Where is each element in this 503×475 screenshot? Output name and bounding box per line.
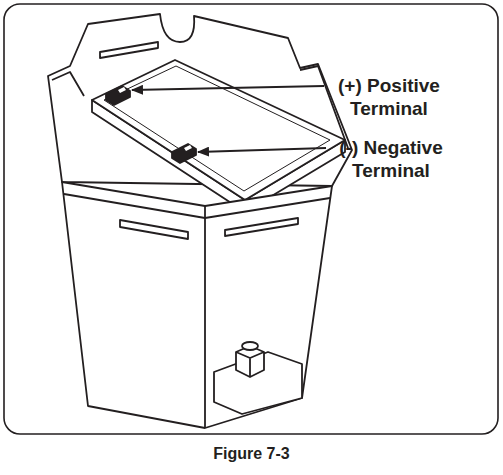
terminal-hole [184,145,192,151]
battery-top [92,60,345,200]
holder-corner [204,206,206,428]
negative-terminal [172,144,196,163]
holder-slot [225,218,298,236]
holder-rim [64,194,330,218]
figure-caption: Figure 7-3 [0,444,503,464]
nut-edge [236,352,264,377]
terminal-hole [118,87,126,93]
holder-slot [120,220,188,239]
positive-terminal [106,86,130,105]
terminal-label: (-) Negative Terminal [328,136,454,182]
holder-body [62,182,332,428]
leader-arrow [198,148,326,152]
holder-wall-edge [52,72,84,96]
bolt-end [242,342,258,350]
leader-arrow [132,86,324,90]
battery-top-rim [104,66,330,191]
figure-frame [4,4,498,434]
terminal-label: (+) Positive Terminal [326,74,452,120]
holder-slot [100,42,158,58]
